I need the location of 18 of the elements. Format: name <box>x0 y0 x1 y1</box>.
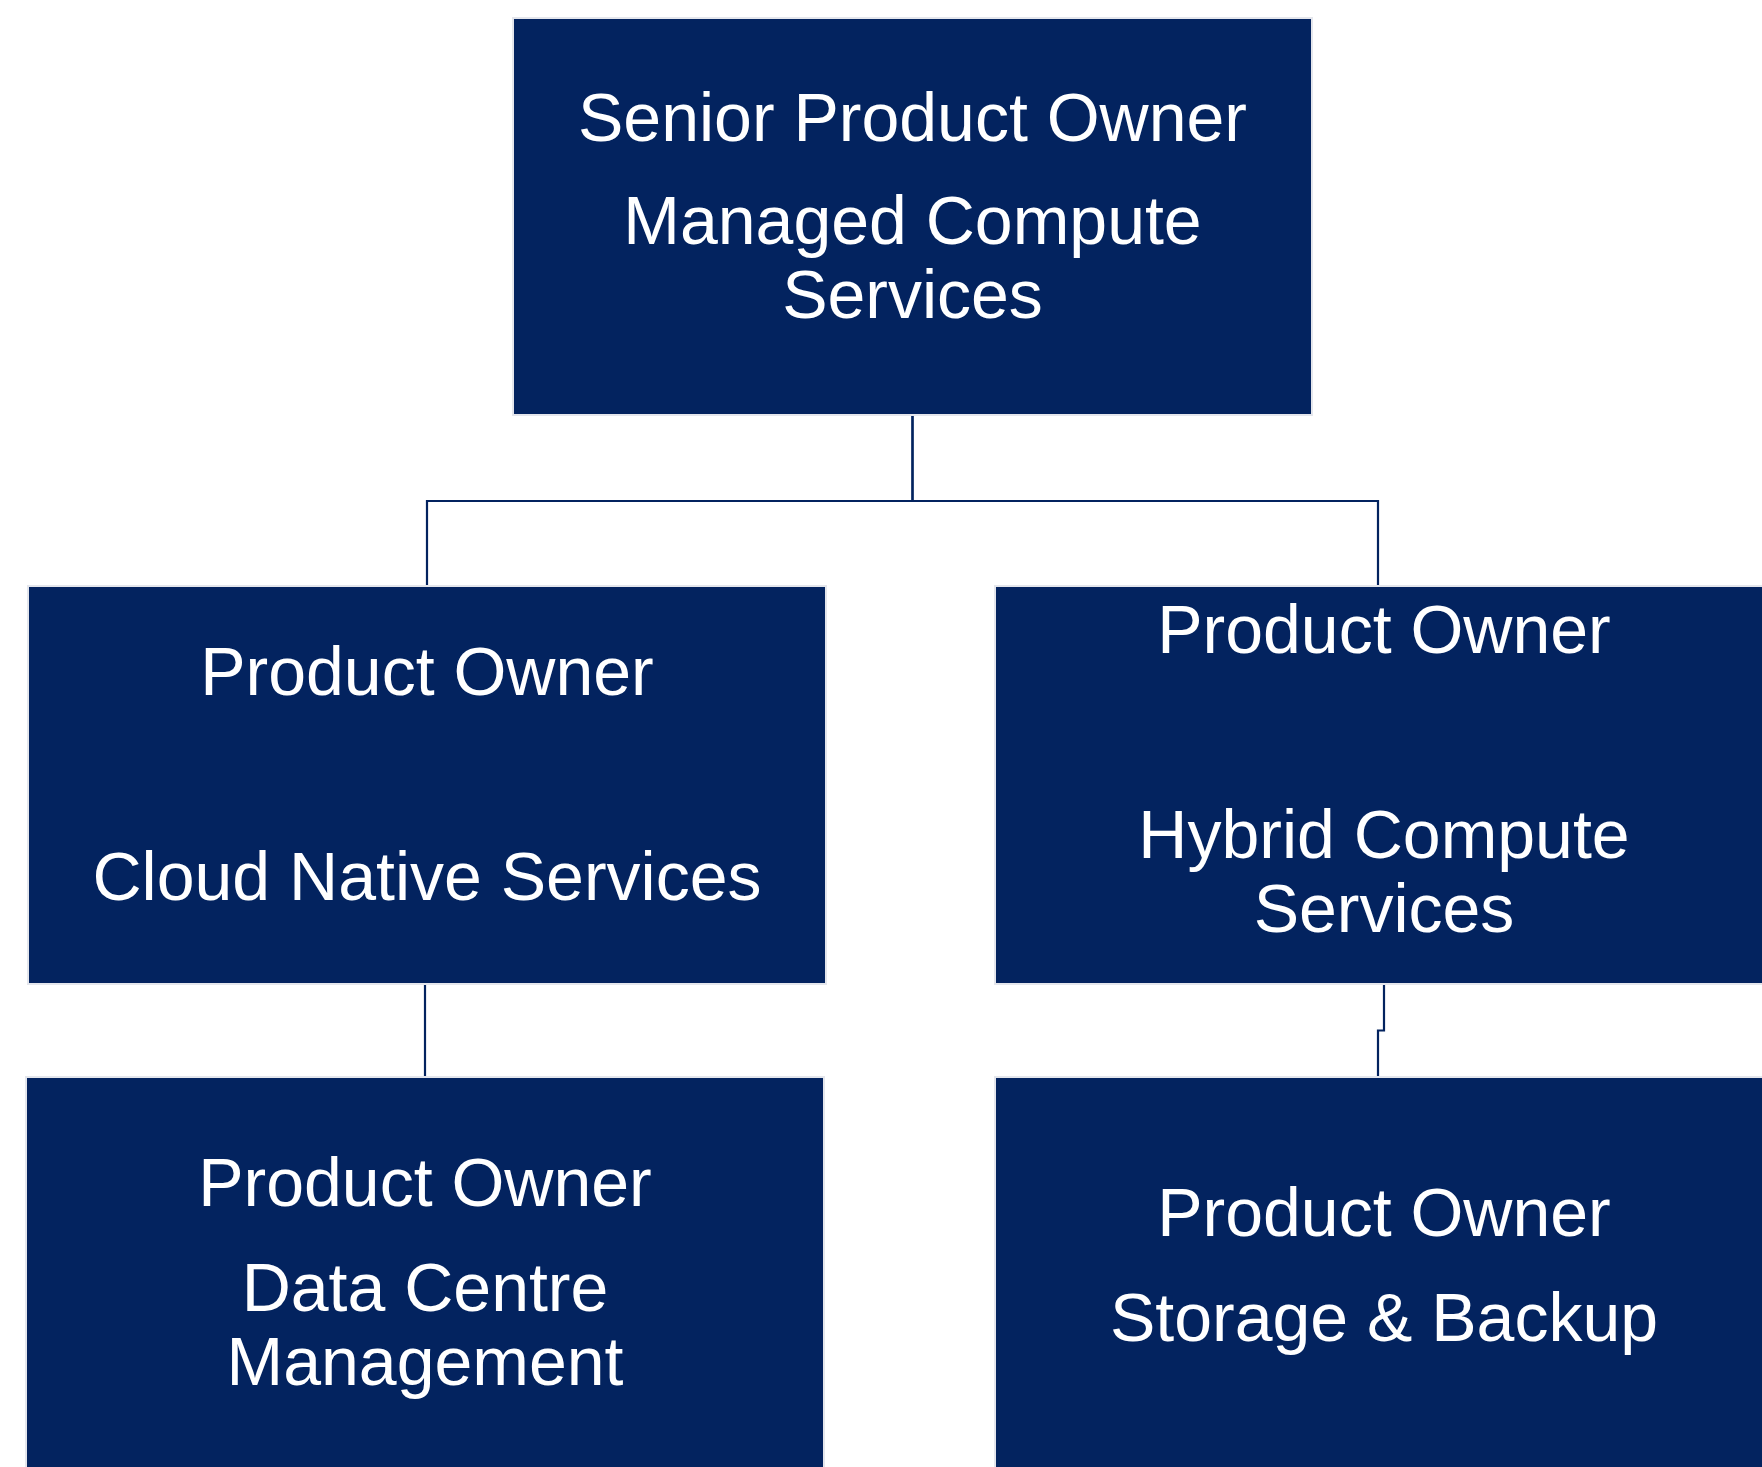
role-title: Product Owner <box>199 635 655 709</box>
role-title: Product Owner <box>1156 1176 1612 1250</box>
team-name: Data Centre Management <box>225 1251 625 1399</box>
org-box <box>994 1076 1762 1467</box>
connector-line <box>423 985 427 1076</box>
org-box <box>512 17 1313 416</box>
org-box <box>994 585 1762 985</box>
role-title: Product Owner <box>1156 593 1612 667</box>
connector-line <box>911 416 1380 585</box>
role-title: Senior Product Owner <box>577 81 1248 155</box>
org-box <box>27 585 827 985</box>
role-title: Product Owner <box>197 1146 653 1220</box>
team-name: Hybrid Compute Services <box>1137 798 1631 946</box>
connector-line <box>1376 985 1386 1076</box>
org-box <box>25 1076 825 1467</box>
team-name: Managed Compute Services <box>622 184 1203 332</box>
team-name: Storage & Backup <box>1108 1281 1660 1355</box>
team-name: Cloud Native Services <box>91 840 763 914</box>
